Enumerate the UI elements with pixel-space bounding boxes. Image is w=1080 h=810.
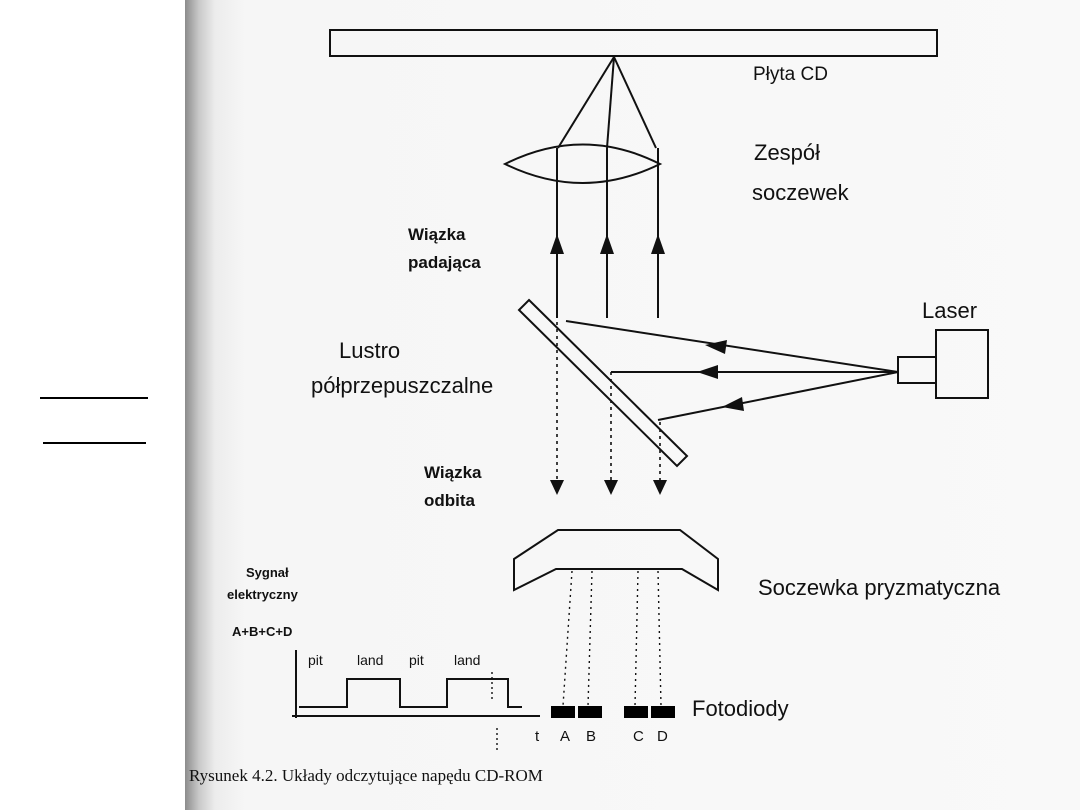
label-pit-1: pit: [308, 652, 323, 668]
photodiode-c: [624, 706, 648, 718]
label-signal-line1: Sygnał: [246, 565, 289, 580]
label-lens-line2: soczewek: [752, 180, 849, 205]
label-incident-beam-line2: padająca: [408, 253, 481, 272]
label-reflected-beam-line1: Wiązka: [424, 463, 482, 482]
signal-graph-axes: [292, 650, 540, 718]
label-diode-a: A: [560, 728, 571, 745]
label-signal-line2: elektryczny: [227, 587, 298, 602]
label-reflected-beam-line2: odbita: [424, 491, 475, 510]
incident-beam: [556, 148, 659, 318]
photodiode-array: [551, 706, 675, 718]
label-mirror-line2: półprzepuszczalne: [311, 373, 494, 398]
reflected-beam: [556, 322, 661, 480]
label-laser: Laser: [922, 298, 978, 323]
label-axis-t: t: [535, 728, 540, 745]
label-mirror-line1: Lustro: [339, 338, 401, 363]
margin-line-bottom: [43, 442, 146, 444]
label-incident-beam-line1: Wiązka: [408, 225, 466, 244]
label-prism-lens: Soczewka pryzmatyczna: [758, 575, 1001, 600]
converging-rays: [557, 56, 657, 149]
label-diode-d: D: [657, 728, 668, 745]
signal-graph-markers: [491, 672, 498, 752]
prism-lens: [513, 529, 719, 592]
laser-body: [935, 329, 989, 399]
photodiode-b: [578, 706, 602, 718]
label-photodiodes: Fotodiody: [692, 696, 789, 721]
half-silvered-mirror: [517, 298, 689, 468]
margin-line-top: [40, 397, 148, 399]
label-land-2: land: [454, 652, 481, 668]
figure-caption: Rysunek 4.2. Układy odczytujące napędu C…: [189, 766, 543, 785]
reflected-beam-arrows: [550, 480, 667, 495]
scanned-page-background: [185, 0, 1080, 810]
lens-assembly: [502, 143, 663, 184]
signal-waveform: [299, 678, 522, 708]
photodiode-d: [651, 706, 675, 718]
label-diode-c: C: [633, 728, 644, 745]
cd-disc: [329, 29, 938, 57]
label-cd-disc: Płyta CD: [753, 64, 828, 85]
laser-beam-arrows: [697, 340, 744, 411]
label-lens-line1: Zespół: [754, 140, 821, 165]
laser-beams: [565, 320, 899, 421]
laser-device: [897, 356, 937, 384]
label-signal-sum: A+B+C+D: [232, 624, 293, 639]
label-land-1: land: [357, 652, 384, 668]
incident-beam-arrows: [550, 234, 665, 254]
label-pit-2: pit: [409, 652, 424, 668]
prism-to-diode-lines: [562, 570, 662, 707]
label-diode-b: B: [586, 728, 597, 745]
photodiode-a: [551, 706, 575, 718]
